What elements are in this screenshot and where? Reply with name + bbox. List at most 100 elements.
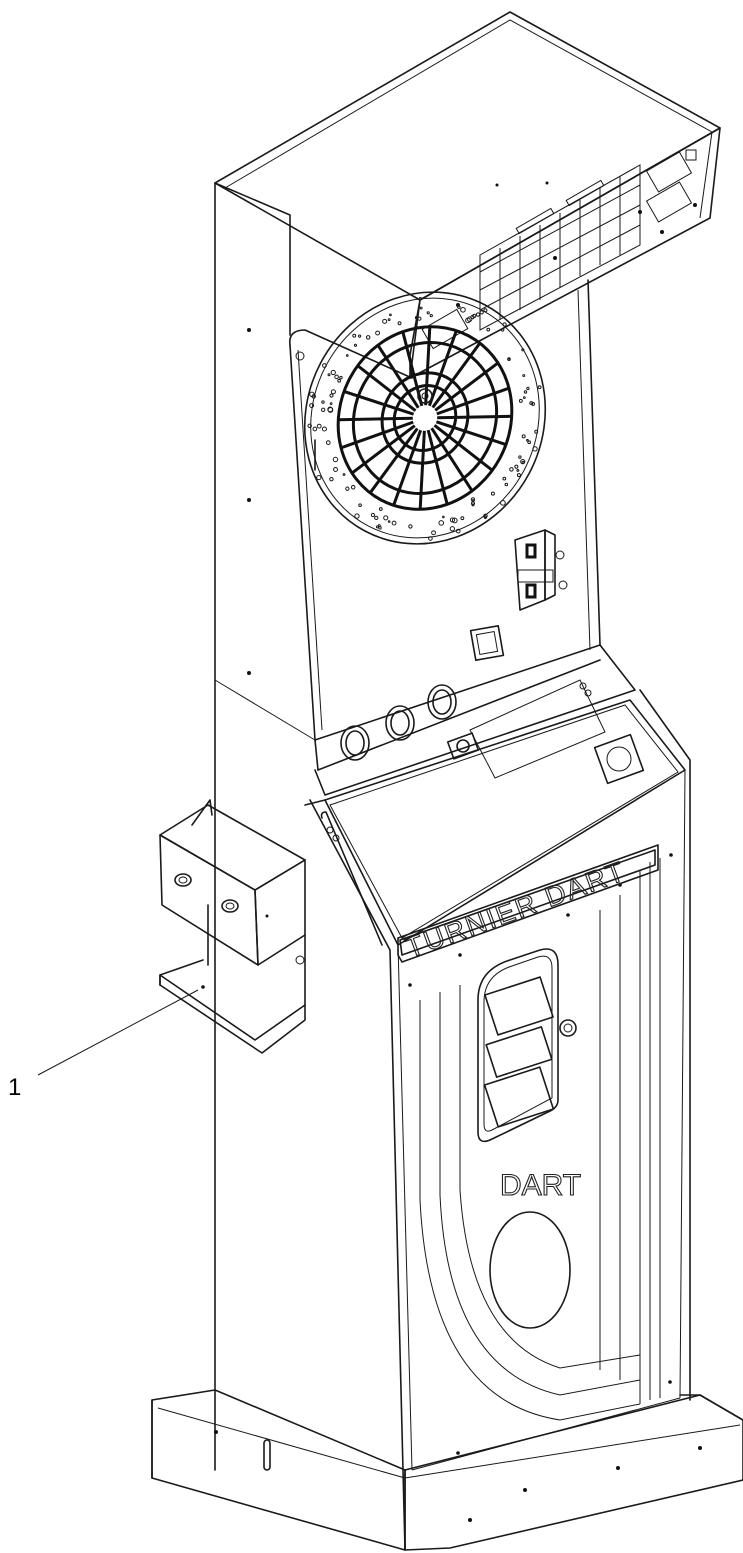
board-hole (520, 459, 526, 465)
board-hole (322, 363, 327, 368)
board-hole (472, 313, 477, 319)
board-hole (316, 423, 322, 429)
board-hole (337, 378, 341, 383)
board-hole (316, 474, 322, 481)
board-hole (451, 517, 458, 524)
board-hole (375, 330, 381, 336)
callout-leader-line (37, 989, 199, 1076)
board-hole (470, 501, 476, 506)
board-hole (534, 429, 539, 434)
board-hole (526, 438, 529, 442)
board-hole (537, 385, 542, 390)
board-hole (449, 526, 456, 532)
board-hole (457, 305, 461, 309)
board-hole (509, 467, 514, 472)
board-hole (307, 423, 312, 429)
board-spoke (340, 420, 414, 450)
board-hole (312, 426, 318, 432)
front-label-text: DART (500, 1169, 581, 1202)
player-button-box (469, 624, 505, 662)
board-hole (330, 369, 336, 376)
board-hole (329, 477, 334, 482)
board-hole (309, 391, 315, 398)
board-hole (455, 528, 461, 534)
board-hole (387, 318, 391, 322)
board-hole (342, 473, 346, 476)
dartboard (303, 291, 547, 545)
board-hole (522, 374, 526, 377)
board-hole (504, 482, 509, 487)
board-hole (339, 375, 343, 380)
board-hole (429, 313, 433, 318)
board-spoke (356, 364, 417, 412)
front-label: DART (489, 1168, 582, 1329)
board-hole (507, 357, 511, 361)
board-hole (387, 520, 391, 523)
board-hole (330, 389, 336, 395)
board-hole (442, 515, 445, 519)
board-hole (419, 306, 423, 310)
board-hole (532, 446, 538, 452)
board-hole (470, 497, 476, 502)
board-spoke (426, 429, 449, 505)
board-hole (479, 310, 484, 315)
board-hole (391, 520, 397, 526)
board-hole (502, 476, 507, 481)
board-hole (350, 484, 356, 490)
board-hole (365, 335, 371, 340)
board-hole (333, 467, 339, 472)
board-hole (523, 396, 526, 399)
board-hole (418, 296, 423, 301)
board-hole (500, 328, 505, 332)
board-hole (531, 402, 535, 406)
coin-door (477, 948, 577, 1143)
board-hole (345, 486, 350, 491)
board-hole (516, 468, 520, 472)
board-hole (375, 525, 379, 529)
board-hole (449, 517, 456, 523)
board-spoke (424, 326, 432, 406)
board-hole (483, 308, 488, 313)
board-hole (527, 440, 532, 445)
board-spoke (436, 386, 510, 416)
board-hole (309, 403, 315, 408)
board-hole (502, 322, 507, 327)
board-hole (321, 426, 327, 432)
board-hole (438, 520, 445, 526)
board-hole (332, 456, 339, 463)
cabinet-body (309, 689, 691, 1551)
board-hole (408, 524, 413, 529)
marquee-text: TURNIER DART (401, 855, 630, 963)
tower-side-panel (214, 182, 316, 1471)
front-grooves (419, 858, 661, 1421)
board-hole (523, 390, 528, 394)
board-hole (417, 316, 422, 321)
board-hole (327, 407, 334, 413)
base-plinth (151, 1389, 743, 1551)
board-hole (329, 402, 333, 405)
board-hole (345, 354, 349, 357)
coin-mechanism (514, 529, 568, 611)
board-hole (475, 312, 481, 317)
board-hole (490, 491, 495, 496)
board-hole (358, 334, 362, 338)
board-panel (288, 279, 601, 771)
board-hole (321, 400, 325, 404)
board-spoke (392, 429, 423, 506)
board-hole (518, 455, 522, 459)
board-spoke (437, 414, 512, 420)
board-hole (428, 536, 433, 541)
board-hole (521, 460, 525, 464)
board-hole (514, 464, 519, 469)
board-hole (460, 306, 466, 313)
board-hole (483, 513, 488, 519)
board-hole (327, 373, 331, 377)
board-hole (500, 499, 506, 506)
callout-1: 1 (8, 989, 199, 1101)
board-spoke (368, 427, 419, 494)
board-hole (352, 333, 357, 338)
board-hole (321, 407, 326, 412)
board-hole (334, 374, 339, 380)
callout-number: 1 (8, 1074, 21, 1101)
